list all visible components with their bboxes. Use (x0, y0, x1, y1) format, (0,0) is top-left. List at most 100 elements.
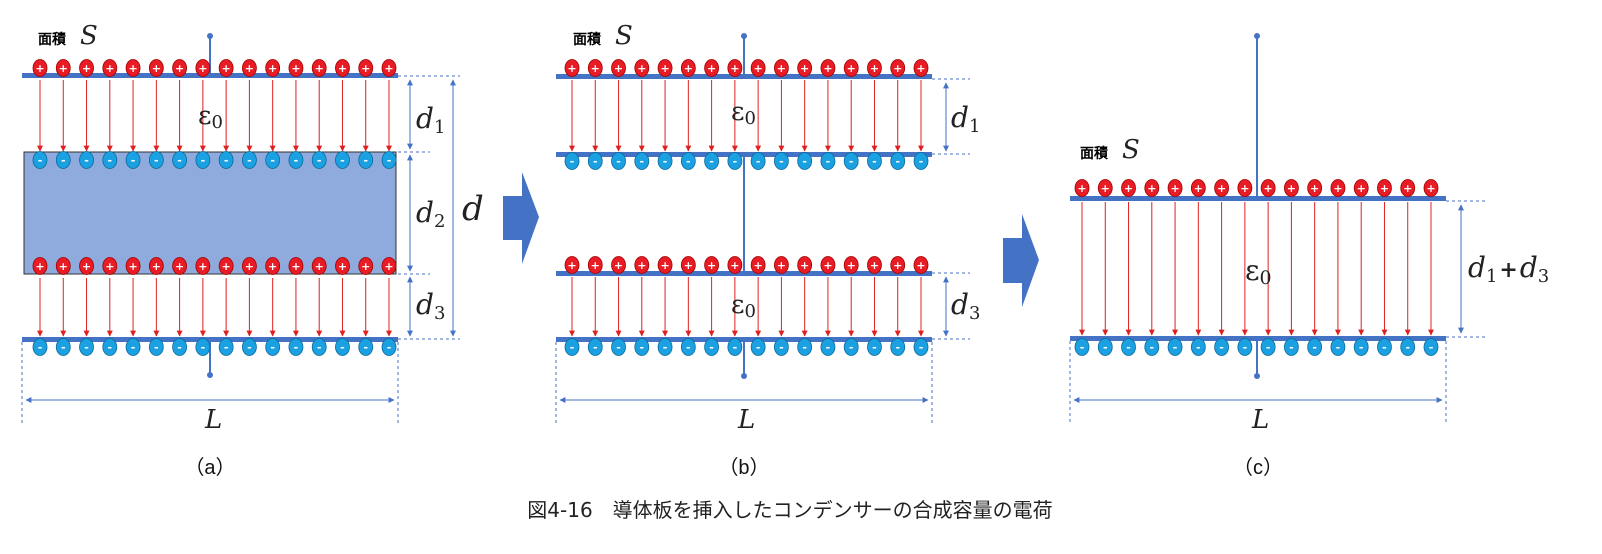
positive-charge: + (218, 257, 234, 275)
negative-charge: - (1330, 338, 1346, 356)
svg-text:+: + (637, 62, 646, 75)
positive-charge: + (125, 59, 141, 77)
svg-text:-: - (61, 154, 66, 167)
svg-text:-: - (826, 341, 831, 354)
svg-text:-: - (919, 155, 924, 168)
negative-charge: - (79, 151, 94, 169)
negative-charge: - (750, 338, 766, 356)
svg-text:-: - (1266, 341, 1271, 354)
svg-text:-: - (756, 341, 761, 354)
svg-text:-: - (317, 154, 322, 167)
positive-charge: + (890, 256, 906, 274)
positive-charge: + (265, 59, 281, 77)
svg-text:+: + (1380, 182, 1389, 195)
svg-text:+: + (152, 260, 161, 273)
svg-text:+: + (128, 260, 137, 273)
svg-text:-: - (1336, 341, 1341, 354)
negative-charge: - (1097, 338, 1113, 356)
area-label-b: 面積 (573, 31, 602, 48)
negative-charge: - (843, 152, 859, 170)
svg-text:+: + (800, 259, 809, 272)
svg-text:+: + (384, 62, 393, 75)
svg-text:-: - (663, 155, 668, 168)
svg-text:+: + (1333, 182, 1342, 195)
svg-text:+: + (777, 259, 786, 272)
svg-text:-: - (802, 341, 807, 354)
positive-charge: + (311, 257, 327, 275)
positive-charge: + (680, 59, 696, 77)
svg-text:-: - (802, 155, 807, 168)
panel-c: 面積 S ++++++++++++++++ ---------------- ε… (1069, 33, 1549, 479)
svg-text:+: + (870, 62, 879, 75)
svg-text:-: - (733, 341, 738, 354)
negative-charge: - (1377, 338, 1392, 356)
svg-text:+: + (847, 62, 856, 75)
positive-charge: + (1284, 179, 1299, 197)
negative-charge: - (913, 338, 929, 356)
positive-charge: + (1400, 179, 1416, 197)
negative-charge: - (913, 152, 929, 170)
svg-text:-: - (640, 155, 645, 168)
positive-charge: + (102, 59, 118, 77)
svg-text:-: - (224, 341, 229, 354)
svg-text:-: - (340, 154, 345, 167)
positive-charge: + (657, 59, 673, 77)
svg-text:-: - (1312, 341, 1317, 354)
svg-text:+: + (730, 62, 739, 75)
negative-charge: - (727, 152, 743, 170)
svg-text:-: - (340, 341, 345, 354)
svg-text:-: - (872, 155, 877, 168)
positive-charge: + (750, 256, 766, 274)
negative-charge: - (102, 151, 118, 169)
svg-text:+: + (893, 62, 902, 75)
svg-text:+: + (361, 62, 370, 75)
negative-charge: - (1074, 338, 1090, 356)
svg-text:-: - (1289, 341, 1294, 354)
plate-top-c (1070, 196, 1446, 201)
svg-text:-: - (177, 341, 182, 354)
positive-charge: + (218, 59, 234, 77)
svg-text:+: + (591, 259, 600, 272)
negative-charge: - (335, 338, 350, 356)
negative-charge: - (358, 338, 374, 356)
svg-text:+: + (684, 62, 693, 75)
negative-charge: - (1307, 338, 1323, 356)
svg-text:+: + (1310, 182, 1319, 195)
svg-text:+: + (35, 260, 44, 273)
svg-text:+: + (1287, 182, 1296, 195)
plate-b1-bottom (556, 152, 932, 157)
field-lines-b-upper (569, 80, 924, 152)
svg-text:+: + (754, 259, 763, 272)
terminal-top-b (741, 33, 747, 76)
svg-text:-: - (663, 341, 668, 354)
svg-text:-: - (756, 155, 761, 168)
svg-text:+: + (684, 259, 693, 272)
svg-text:+: + (315, 62, 324, 75)
charges-a-slab-top: ---------------- (32, 151, 397, 169)
svg-text:-: - (849, 341, 854, 354)
label-L-a: L (204, 405, 222, 435)
svg-text:+: + (1217, 182, 1226, 195)
negative-charge: - (148, 338, 164, 356)
field-lines-a-upper (37, 80, 392, 152)
positive-charge: + (1330, 179, 1346, 197)
positive-charge: + (55, 59, 71, 77)
negative-charge: - (797, 338, 813, 356)
negative-charge: - (288, 338, 304, 356)
plate-bottom-a (22, 337, 398, 342)
svg-text:-: - (1196, 341, 1201, 354)
positive-charge: + (32, 257, 48, 275)
negative-charge: - (265, 151, 281, 169)
transition-arrow-1 (503, 172, 539, 264)
svg-text:+: + (222, 260, 231, 273)
svg-text:+: + (1403, 182, 1412, 195)
positive-charge: + (195, 59, 211, 77)
positive-charge: + (634, 59, 650, 77)
svg-text:-: - (779, 341, 784, 354)
svg-text:-: - (201, 341, 206, 354)
svg-text:+: + (707, 259, 716, 272)
svg-text:+: + (1426, 182, 1435, 195)
svg-text:-: - (154, 341, 159, 354)
svg-text:-: - (872, 341, 877, 354)
svg-text:-: - (108, 154, 113, 167)
